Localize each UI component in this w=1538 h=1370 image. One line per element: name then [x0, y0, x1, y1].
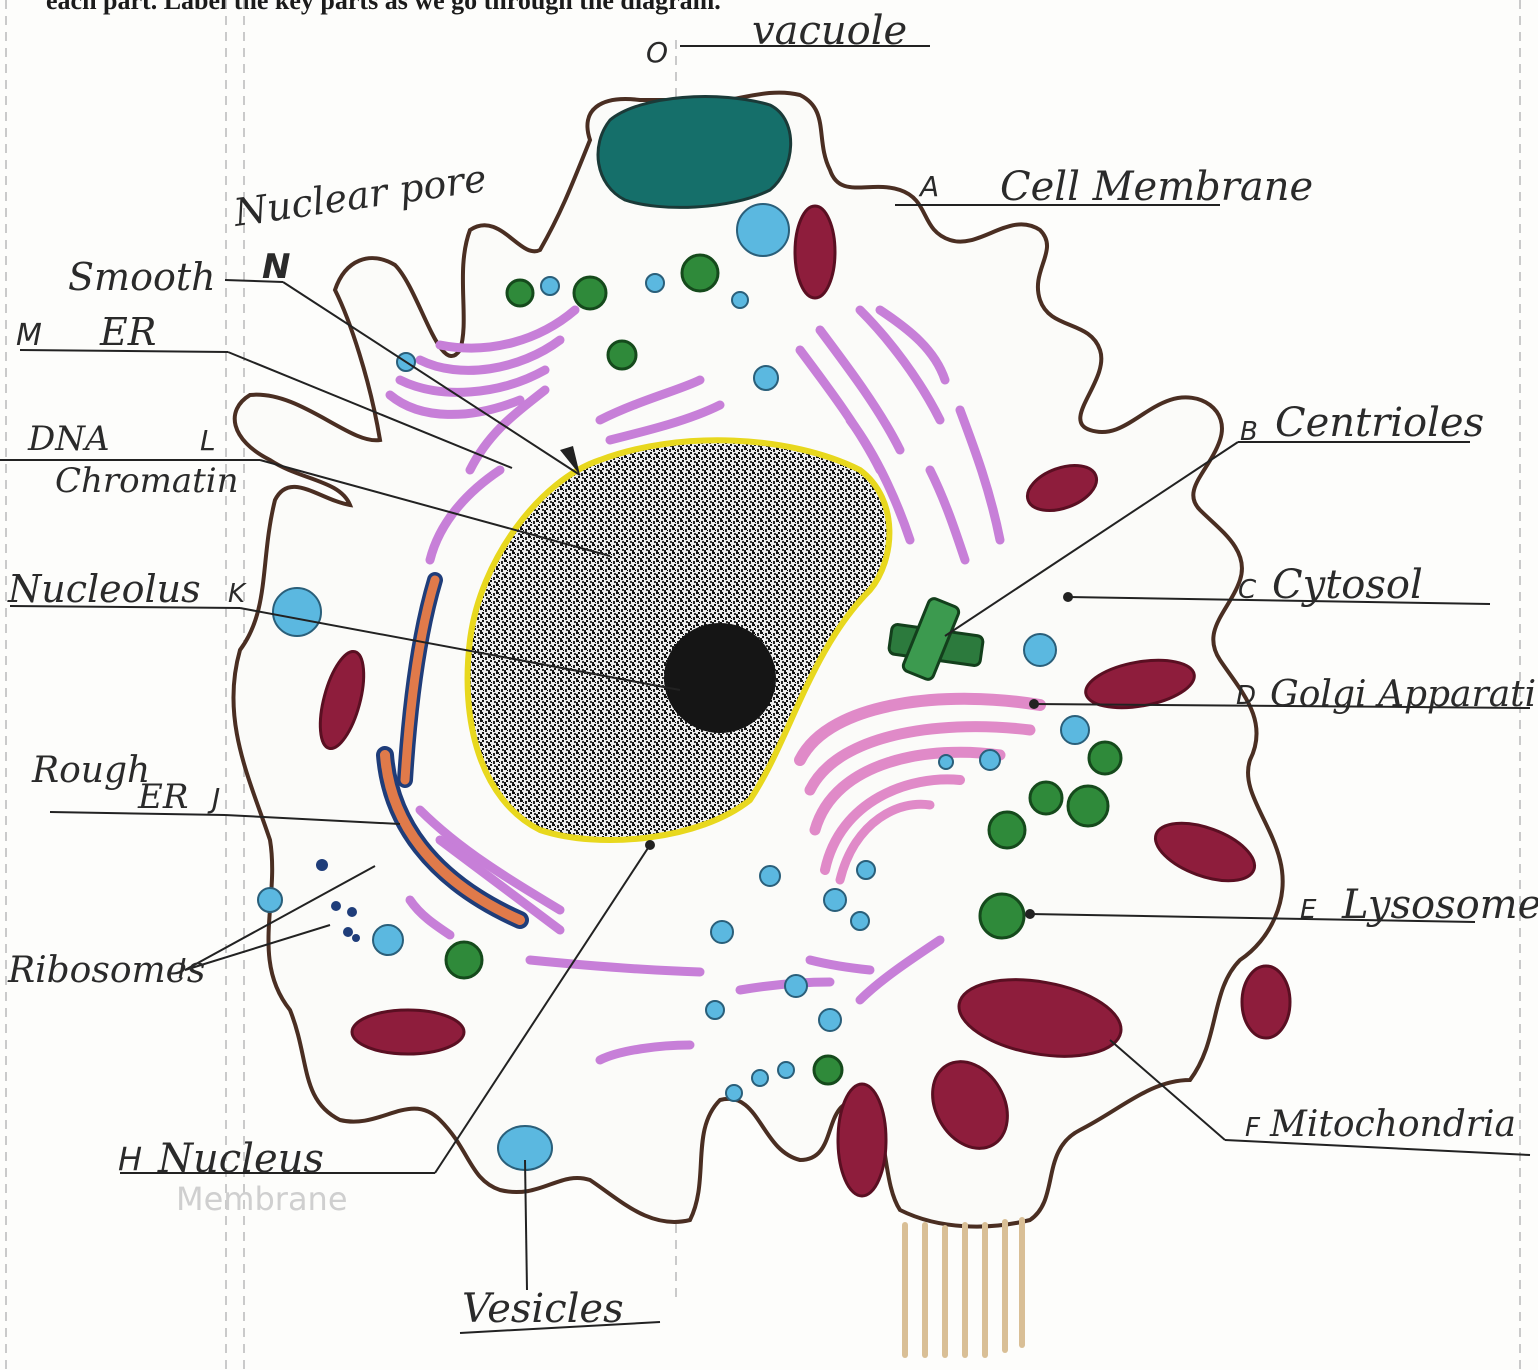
smooth-er-letter: M [16, 318, 42, 353]
cytosol-dot [1063, 592, 1073, 602]
rough-er-line2: ER [137, 777, 188, 817]
vacuole-letter: O [646, 36, 668, 69]
cell-membrane-label: Cell Membrane [1000, 164, 1313, 210]
nucleus-letter: H [118, 1140, 142, 1178]
nuclear-pore-label: Nuclear pore [230, 156, 489, 235]
vacuole-label: vacuole [752, 8, 907, 54]
rough-er-letter: J [207, 782, 220, 815]
cytosol-label: Cytosol [1272, 562, 1423, 608]
smooth-er-line1: Smooth [68, 255, 216, 299]
nucleus-label: Nucleus [157, 1136, 324, 1182]
cytosol-letter: C [1238, 575, 1257, 605]
golgi-letter: D [1236, 681, 1256, 711]
nucleolus [664, 623, 776, 733]
centrioles-letter: B [1240, 417, 1258, 447]
ribosomes-letter: I [178, 952, 186, 985]
golgi-label: Golgi Apparati [1270, 674, 1536, 715]
centrioles-label: Centrioles [1275, 400, 1484, 446]
nucleolus-label: Nucleolus [7, 567, 201, 611]
ribosomes-label: Ribosomes [7, 950, 205, 991]
lysosome-label: Lysosome [1341, 882, 1538, 928]
dna-line2: Chromatin [55, 461, 239, 501]
smooth-er-line2: ER [99, 310, 156, 354]
nucleus-sub-label: Membrane [176, 1180, 348, 1218]
lysosome-letter: E [1300, 895, 1317, 925]
mitochondria-label: Mitochondria [1269, 1104, 1516, 1145]
cell-membrane-letter: A [918, 170, 939, 203]
dna-letter: L [200, 424, 216, 457]
rough-er-line1: Rough [31, 750, 150, 791]
golgi-dot [1029, 699, 1039, 709]
cilia [905, 1220, 1022, 1355]
nucleolus-letter: K [228, 579, 247, 609]
mitochondria-letter: F [1245, 1113, 1261, 1143]
dna-line1: DNA [27, 419, 110, 459]
vacuole [598, 97, 791, 208]
nuclear-pore-letter: N [262, 247, 290, 287]
nucleus-dot [645, 840, 655, 850]
lysosome-dot [1025, 909, 1035, 919]
vesicles-label: Vesicles [462, 1286, 624, 1332]
